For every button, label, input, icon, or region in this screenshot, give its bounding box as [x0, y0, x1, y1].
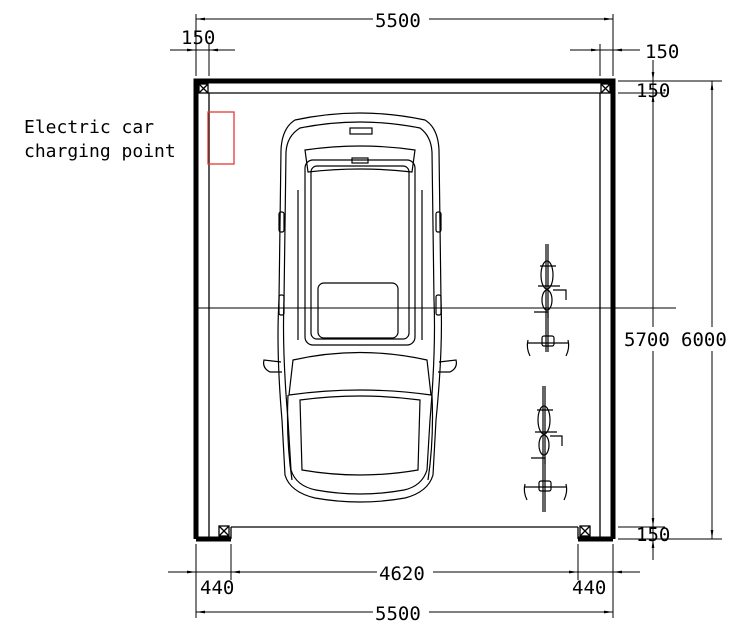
dim-bg [373, 8, 429, 30]
car-top-view [263, 112, 457, 503]
bicycle-top-view-2 [523, 386, 568, 512]
charging-label-line1: Electric car [24, 117, 154, 138]
charging-label-line2: charging point [24, 141, 176, 162]
dim-bottom-overall: 5500 [375, 603, 421, 625]
corner-columns [198, 83, 611, 537]
dim-right-top-wall: 150 [636, 80, 670, 102]
garage-walls [193, 78, 616, 542]
dim-bottom-opening: 4620 [379, 563, 425, 585]
dim-right-bottom-wall: 150 [636, 524, 670, 546]
dim-top-right-wall: 150 [645, 41, 679, 63]
charging-point-box [207, 111, 235, 165]
dim-top-overall: 5500 [375, 10, 421, 32]
dim-top-left-wall: 150 [181, 27, 215, 49]
dim-bg [377, 561, 433, 583]
bicycle-top-view-1 [526, 244, 570, 357]
dim-bottom-left-pier: 440 [200, 577, 234, 599]
dim-right-inner-height: 5700 [624, 329, 670, 351]
dim-bg [373, 601, 429, 623]
dim-right-outer-height: 6000 [681, 329, 727, 351]
dim-bottom-right-pier: 440 [572, 577, 606, 599]
dim-bg [624, 327, 739, 351]
right-dimensions [618, 60, 722, 560]
